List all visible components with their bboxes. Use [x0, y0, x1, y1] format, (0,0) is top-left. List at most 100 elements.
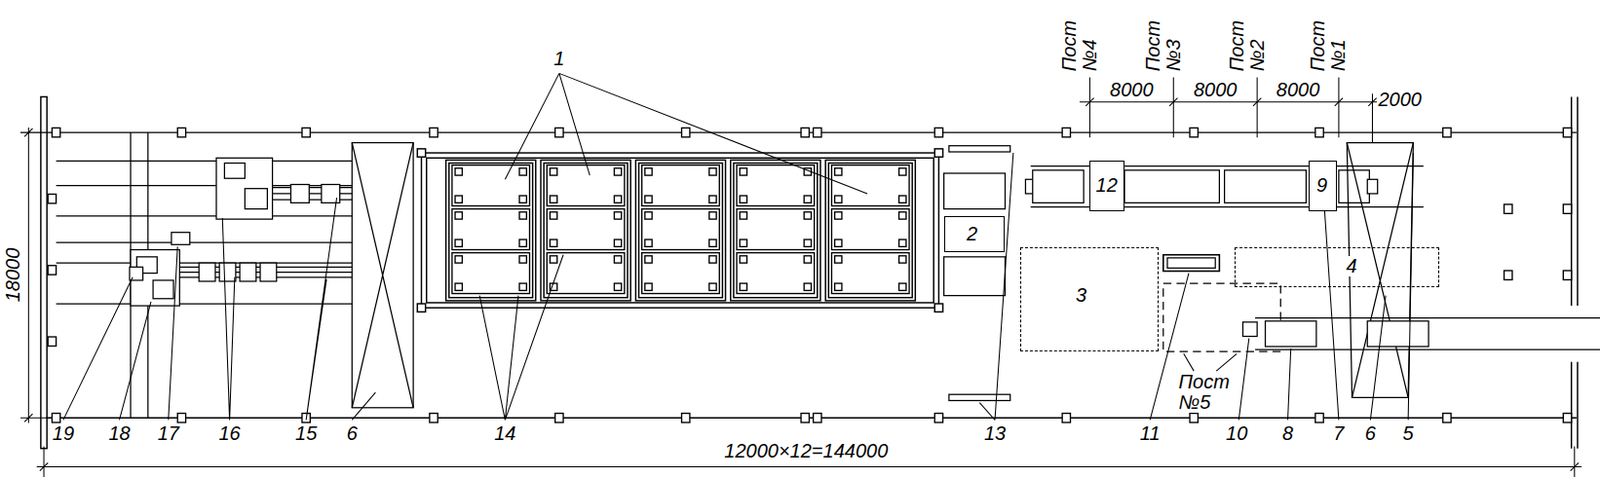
right-shop-area-part [1367, 321, 1429, 347]
leader-lines-part [1149, 152, 1413, 420]
left-shop-area-part [216, 157, 273, 220]
building-walls-part [45, 418, 1577, 420]
columns-part [1562, 204, 1571, 214]
columns-part [813, 414, 822, 423]
callout-number: 10 [1223, 423, 1250, 445]
columns-part [934, 127, 943, 137]
left-shop-area-part [56, 160, 353, 305]
columns-part [51, 414, 60, 423]
callout-number: 16 [216, 423, 242, 445]
central-storage-frame-part [736, 209, 815, 251]
central-storage-frame-part [417, 149, 425, 157]
central-storage-frame-part [730, 159, 821, 301]
left-shop-area-part [239, 263, 257, 282]
columns-part [429, 127, 438, 137]
right-shop-area-part [1163, 255, 1220, 272]
equipment-box: 12 [1089, 160, 1125, 211]
columns-part [1562, 270, 1571, 280]
central-storage-frame-part [426, 157, 934, 304]
right-shop-area-part [1224, 170, 1307, 204]
post-label: Пост №4 [1059, 18, 1101, 74]
columns-part [813, 127, 822, 137]
central-storage-frame-part [546, 209, 625, 251]
columns-part [51, 127, 60, 137]
right-shop-area-part [1367, 179, 1377, 194]
dimension-value: 2000 [1376, 89, 1425, 111]
columns-part [800, 414, 809, 423]
left-shop-area [56, 132, 415, 419]
right-shop-area [944, 143, 1600, 402]
dimension-lines-part [1079, 77, 1380, 144]
left-shop-area-part [260, 263, 277, 282]
columns-part [1443, 127, 1451, 137]
left-shop-area-part [198, 263, 216, 282]
columns [47, 127, 1571, 423]
central-storage-frame-part [736, 253, 815, 295]
callout-number: 17 [155, 423, 182, 445]
columns-part [555, 127, 564, 137]
right-shop-area-part [944, 257, 1006, 297]
equipment-number: 9 [1314, 175, 1330, 196]
left-shop-area-part [290, 185, 309, 204]
columns-part [1315, 414, 1324, 423]
left-shop-area-part [224, 163, 245, 180]
central-storage-frame-part [417, 304, 425, 312]
dimension-value: 8000 [1191, 79, 1240, 101]
equipment-number: 12 [1094, 175, 1120, 196]
central-storage-frame-part [642, 209, 721, 251]
callout-number: 18 [106, 423, 132, 445]
post-label: Пост №2 [1226, 18, 1268, 74]
left-shop-area-part [351, 143, 414, 409]
left-shop-area-part [152, 280, 174, 300]
central-storage-frame-part [831, 165, 910, 207]
central-storage-frame-part [934, 304, 943, 312]
leader-lines-part [1183, 353, 1237, 372]
equipment-number: 4 [1343, 256, 1359, 277]
callout-number: 1 [551, 48, 567, 70]
central-storage-frame-part [546, 253, 625, 295]
columns-part [1504, 270, 1513, 280]
equipment-box: 9 [1308, 160, 1337, 211]
columns-part [1062, 127, 1070, 137]
leader-lines-part [63, 246, 178, 420]
callout-number: 11 [1138, 423, 1163, 445]
central-storage-frame-part [831, 253, 910, 295]
leader-lines [63, 73, 1413, 420]
central-storage-frame-part [934, 149, 943, 157]
columns-part [934, 414, 943, 423]
zone-outline: 4 [1234, 247, 1439, 288]
equipment-number: 2 [964, 224, 980, 245]
equipment-number: 3 [1073, 285, 1089, 306]
columns-part [47, 337, 56, 346]
central-storage-frame-part [546, 165, 625, 207]
post-label: Пост №3 [1142, 18, 1184, 74]
columns-part [1062, 414, 1070, 423]
right-shop-area-part [949, 146, 1011, 153]
central-storage-frame-part [635, 159, 725, 301]
callout-number: 15 [293, 423, 319, 445]
left-shop-area-part [219, 263, 236, 282]
callout-number: 13 [982, 423, 1008, 445]
right-shop-area-part [949, 394, 1011, 401]
columns-part [177, 127, 186, 137]
leader-lines-part [222, 197, 376, 420]
left-shop-area-part [244, 189, 267, 210]
leader-lines-part [979, 152, 1014, 420]
dimension-value: 8000 [1274, 79, 1323, 101]
post-label: Пост №1 [1307, 18, 1349, 74]
right-shop-area-part [1124, 170, 1220, 204]
columns-part [1562, 127, 1571, 137]
equipment-box: 2 [944, 216, 1006, 253]
columns-part [555, 414, 564, 423]
callout-number: 7 [1331, 423, 1346, 445]
columns-part [1443, 414, 1451, 423]
building-walls-part [45, 131, 1577, 133]
central-storage-frame-part [446, 159, 536, 301]
central-storage-frame-part [452, 253, 531, 295]
left-shop-area-part [171, 232, 191, 246]
dimension-value: 18000 [2, 246, 24, 305]
left-shop-area-part [351, 143, 414, 409]
columns-part [1315, 127, 1324, 137]
dimension-lines [20, 77, 1582, 477]
